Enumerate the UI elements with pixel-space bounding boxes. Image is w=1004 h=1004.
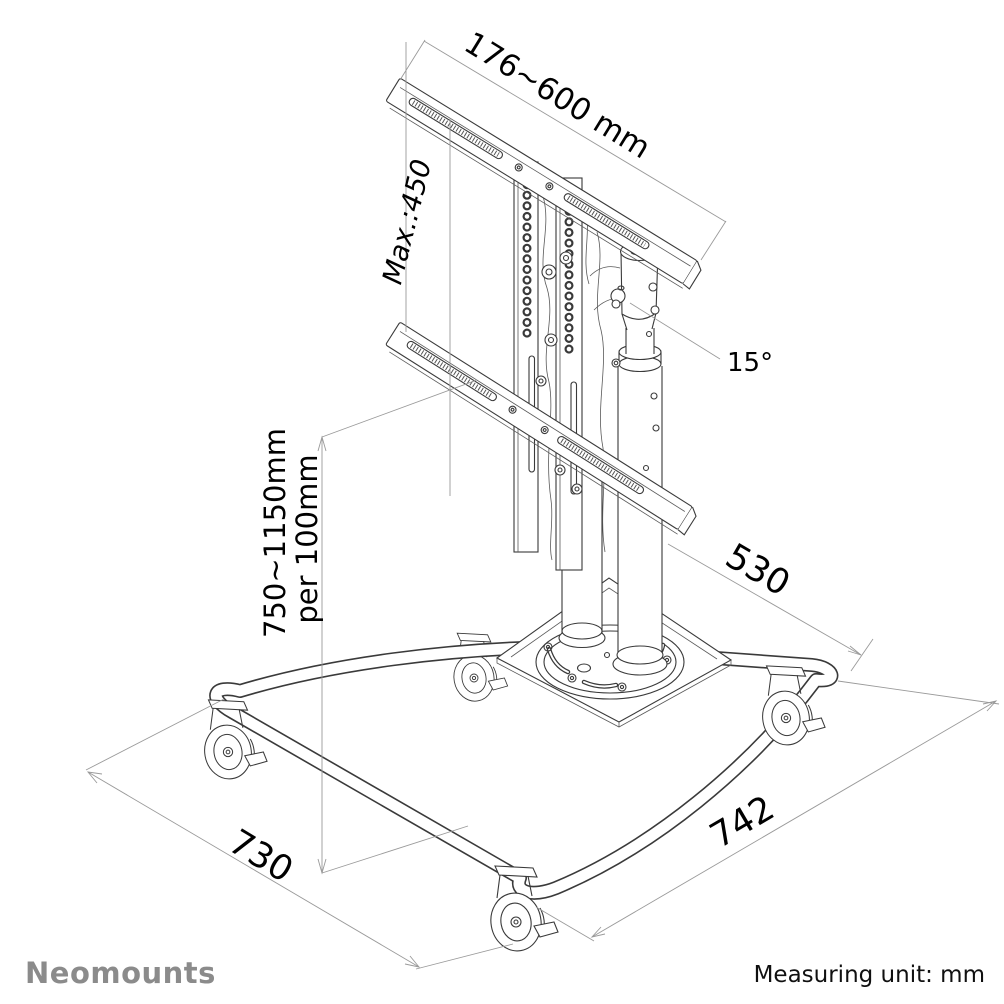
label-bracket-height-max: Max.:450 [376, 156, 438, 287]
dimension-lines [85, 39, 1000, 970]
dim-base-width-lines [535, 680, 1000, 942]
measuring-unit-note: Measuring unit: mm [753, 962, 985, 988]
label-base-side-left: 730 [222, 822, 300, 891]
vesa-bracket-assembly [385, 78, 702, 956]
tilt-angle-leader [629, 302, 721, 360]
dim-base-right-lines [667, 543, 874, 672]
label-base-side-right: 530 [719, 536, 797, 604]
label-height-range: 750~1150mm [258, 428, 292, 638]
brand-logo: Neomounts [25, 956, 216, 990]
top-mounting-bar [386, 78, 702, 290]
label-base-front-width: 742 [703, 788, 781, 856]
base-assembly [199, 577, 839, 900]
main-column-tube [612, 366, 668, 676]
base-frame-fill [210, 641, 837, 899]
tilt-knob [610, 285, 626, 309]
label-tilt-angle: 15° [727, 348, 773, 378]
label-height-step: per 100mm [290, 454, 324, 623]
vertical-rail-left [513, 161, 539, 553]
dim-bracket-width-lines [399, 39, 727, 261]
bracket-bolts [535, 251, 583, 495]
dim-base-left-lines [85, 698, 514, 970]
dim-height-range-lines [317, 379, 478, 875]
bottom-mounting-bar [385, 322, 697, 536]
vertical-rail-right [555, 177, 583, 571]
floor-stand-drawing [199, 78, 839, 956]
dim-bracket-height-lines [405, 42, 451, 496]
inner-tube [621, 312, 657, 354]
